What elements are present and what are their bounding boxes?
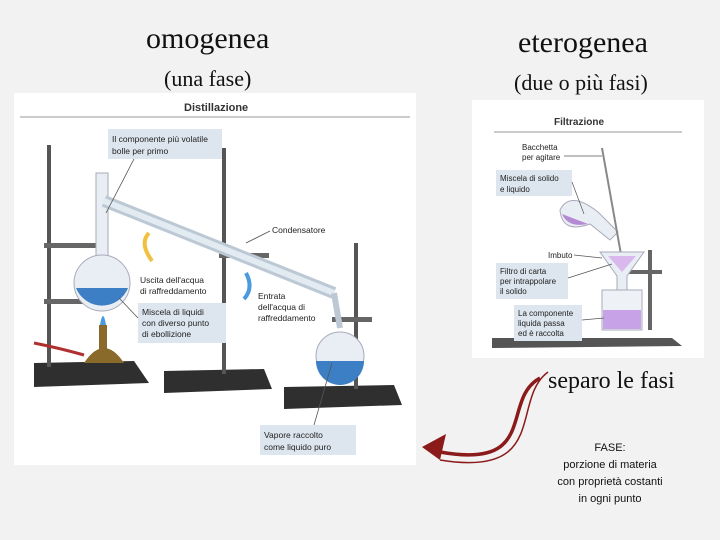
label-componente-line3: ed è raccolta xyxy=(518,329,564,338)
label-condensatore: Condensatore xyxy=(272,225,326,235)
svg-text:Entrata: Entrata xyxy=(258,291,286,301)
fase-definition: FASE: porzione di materia con proprietà … xyxy=(540,440,680,508)
label-uscita-line1: Uscita dell'acqua xyxy=(140,275,204,285)
heading-omogenea: omogenea xyxy=(146,22,270,55)
fase-note-line3: con proprietà costanti xyxy=(557,476,663,488)
callout-volatile-line1: Il componente più volatile xyxy=(112,134,208,144)
callout-vapore xyxy=(260,425,356,455)
svg-text:raffreddamento: raffreddamento xyxy=(258,313,316,323)
svg-text:Il componente più volatile: Il componente più volatile xyxy=(112,134,208,144)
svg-text:Filtro di carta: Filtro di carta xyxy=(500,267,547,276)
svg-text:dell'acqua di: dell'acqua di xyxy=(258,302,305,312)
callout-volatile-line2: bolle per primo xyxy=(112,146,168,156)
label-filtro-line2: per intrappolare xyxy=(500,277,557,286)
svg-text:Miscela di solido: Miscela di solido xyxy=(500,174,559,183)
svg-text:di raffreddamento: di raffreddamento xyxy=(140,286,207,296)
callout-volatile xyxy=(108,129,222,159)
label-filtro-line1: Filtro di carta xyxy=(500,267,547,276)
callout-componente-liquida xyxy=(514,305,582,341)
label-entrata-line1: Entrata xyxy=(258,291,286,301)
label-vapore-line1: Vapore raccolto xyxy=(264,430,323,440)
label-vapore-line2: come liquido puro xyxy=(264,442,331,452)
svg-text:con diverso punto: con diverso punto xyxy=(142,318,209,328)
subheading-due-fasi: (due o più fasi) xyxy=(514,70,648,95)
fase-note-line2: porzione di materia xyxy=(563,459,657,471)
svg-text:e liquido: e liquido xyxy=(500,185,530,194)
svg-text:Miscela di liquidi: Miscela di liquidi xyxy=(142,307,204,317)
label-miscela-line3: di ebollizione xyxy=(142,329,191,339)
label-entrata-line3: raffreddamento xyxy=(258,313,316,323)
svg-text:ed è raccolta: ed è raccolta xyxy=(518,329,564,338)
svg-text:Bacchetta: Bacchetta xyxy=(522,143,558,152)
heading-eterogenea: eterogenea xyxy=(518,26,648,59)
svg-text:il solido: il solido xyxy=(500,287,527,296)
label-miscela-line1: Miscela di liquidi xyxy=(142,307,204,317)
label-uscita-line2: di raffreddamento xyxy=(140,286,207,296)
svg-text:per agitare: per agitare xyxy=(522,153,561,162)
separo-le-fasi: separo le fasi xyxy=(548,368,675,394)
subheading-una-fase: (una fase) xyxy=(164,66,252,91)
svg-text:di ebollizione: di ebollizione xyxy=(142,329,191,339)
label-bacchetta-line2: per agitare xyxy=(522,153,561,162)
svg-text:Vapore raccolto: Vapore raccolto xyxy=(264,430,323,440)
label-filtro-line3: il solido xyxy=(500,287,527,296)
label-miscela-solido-line1: Miscela di solido xyxy=(500,174,559,183)
svg-text:bolle per primo: bolle per primo xyxy=(112,146,168,156)
label-imbuto: Imbuto xyxy=(548,251,573,260)
fase-note-line4: in ogni punto xyxy=(578,493,642,505)
svg-text:Uscita dell'acqua: Uscita dell'acqua xyxy=(140,275,204,285)
fase-note-line1: FASE: xyxy=(594,442,626,454)
callout-filtro xyxy=(496,263,568,299)
label-miscela-solido-line2: e liquido xyxy=(500,185,530,194)
label-miscela-line2: con diverso punto xyxy=(142,318,209,328)
filtration-figure: Filtrazione Bacchetta per agitare Miscel… xyxy=(472,100,704,358)
callout-miscela-solido xyxy=(496,170,572,196)
filtration-title: Filtrazione xyxy=(554,117,604,128)
svg-text:liquida passa: liquida passa xyxy=(518,319,565,328)
callout-miscela-liquidi xyxy=(138,303,226,343)
label-componente-line1: La componente xyxy=(518,309,574,318)
svg-text:La componente: La componente xyxy=(518,309,574,318)
distillation-title: Distillazione xyxy=(184,102,248,114)
label-bacchetta-line1: Bacchetta xyxy=(522,143,558,152)
svg-text:per intrappolare: per intrappolare xyxy=(500,277,557,286)
label-componente-line2: liquida passa xyxy=(518,319,565,328)
label-entrata-line2: dell'acqua di xyxy=(258,302,305,312)
svg-text:come liquido puro: come liquido puro xyxy=(264,442,331,452)
distillation-figure: Distillazione Il componente più volatile… xyxy=(14,93,416,465)
